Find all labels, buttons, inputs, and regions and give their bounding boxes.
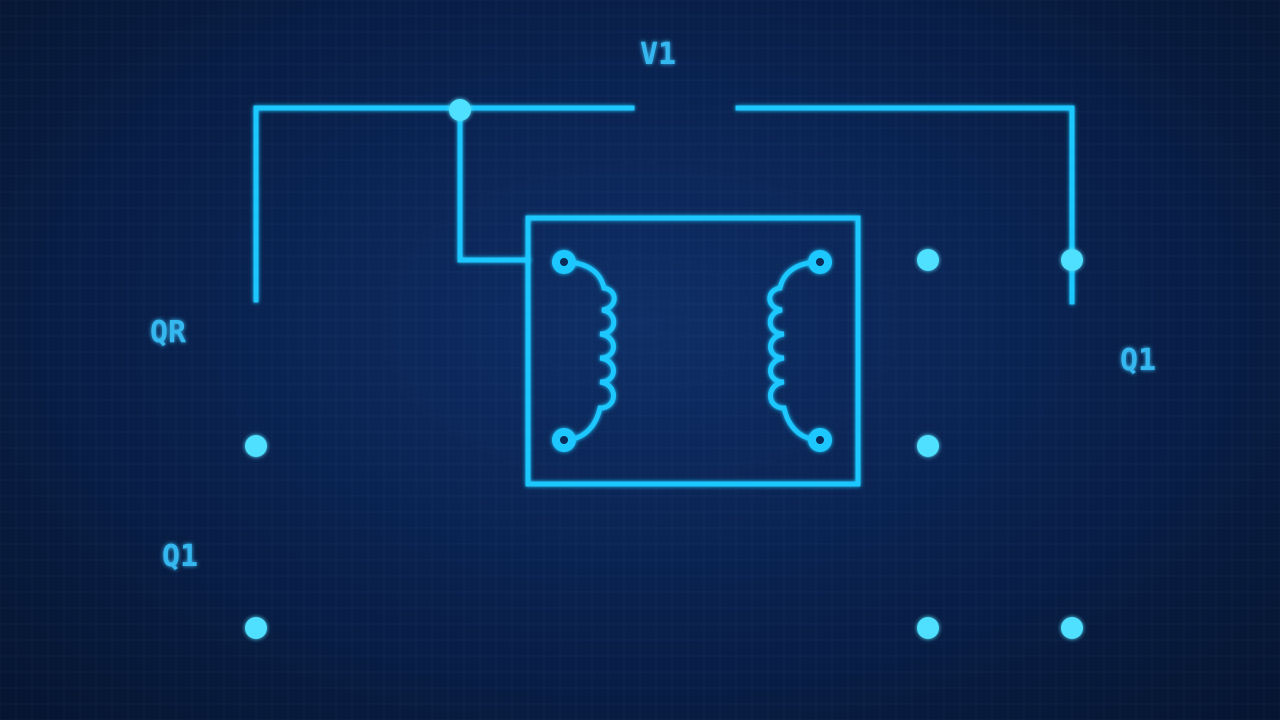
battery-left-upper (216, 307, 292, 345)
battery-right (1034, 309, 1108, 383)
battery-left-lower (216, 503, 292, 577)
node-bottom-right (1061, 617, 1083, 639)
battery-top (637, 74, 733, 150)
node-left-mid (245, 435, 267, 457)
label-battery-left-upper: QR (150, 315, 187, 350)
wire-node-to-transformer (457, 105, 531, 263)
node-right-top-inner (917, 249, 939, 271)
node-right-top-outer (1061, 249, 1083, 271)
node-bottom-inner (917, 617, 939, 639)
label-battery-left-lower: Q1 (162, 539, 198, 574)
wires (253, 105, 1075, 693)
node-left-bottom (245, 617, 267, 639)
transformer-secondary-coil (767, 259, 823, 443)
ground-left (206, 660, 304, 701)
transformer-primary-coil (561, 259, 617, 443)
wire-top-left (253, 105, 635, 303)
ground-right (1022, 660, 1118, 701)
node-top (449, 99, 471, 121)
transformer (525, 215, 861, 487)
label-source-top: V1 (640, 37, 676, 72)
transformer-box (525, 215, 861, 487)
node-right-mid (917, 435, 939, 457)
wire-top-right (735, 105, 1075, 305)
junction-nodes (245, 99, 1083, 639)
label-battery-right: Q1 (1120, 343, 1156, 378)
